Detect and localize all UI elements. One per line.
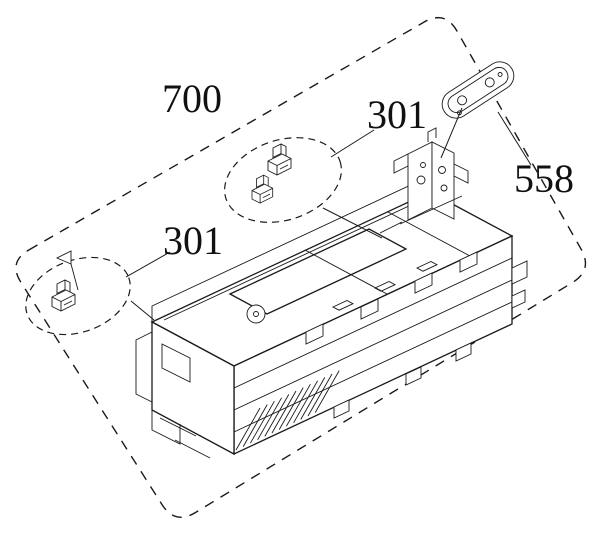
left-bracket: [135, 331, 153, 403]
leader-558-label: [497, 111, 532, 166]
callout-ellipse-left: [25, 256, 131, 336]
leader-558-assembly: [440, 107, 463, 159]
callout-301-left: [25, 250, 171, 336]
clip-part-top-a: [267, 143, 292, 176]
leader-301-top-assembly: [322, 207, 383, 239]
right-carriage-bracket: [379, 127, 469, 234]
assembly-left-face: [151, 320, 235, 456]
part-558-drawing: [440, 61, 532, 166]
front-edge-clips: [305, 251, 478, 345]
label-558: 558: [514, 156, 574, 201]
label-301-left: 301: [163, 218, 223, 263]
outer-dashed-boundary: [15, 16, 587, 518]
leader-301-top-label: [330, 129, 375, 158]
left-foot: [151, 410, 181, 445]
flag-pin: [70, 263, 79, 291]
left-face-opening: [161, 343, 191, 383]
clip-part-top-b: [251, 174, 274, 204]
label-301-top: 301: [367, 92, 427, 137]
leader-301-left-label: [125, 251, 171, 278]
flag-head: [55, 250, 72, 265]
clip-part-left: [51, 279, 76, 312]
label-700: 700: [162, 76, 222, 121]
main-assembly-drawing: [135, 127, 528, 459]
callout-301-top: [224, 129, 383, 239]
right-end-tabs: [511, 260, 528, 309]
top-edge-slots: [331, 260, 439, 311]
leader-301-left-assembly: [130, 300, 155, 321]
ribbed-section: [235, 370, 340, 451]
callout-ellipse-top: [224, 137, 342, 223]
bottom-edge-tabs: [333, 342, 472, 419]
